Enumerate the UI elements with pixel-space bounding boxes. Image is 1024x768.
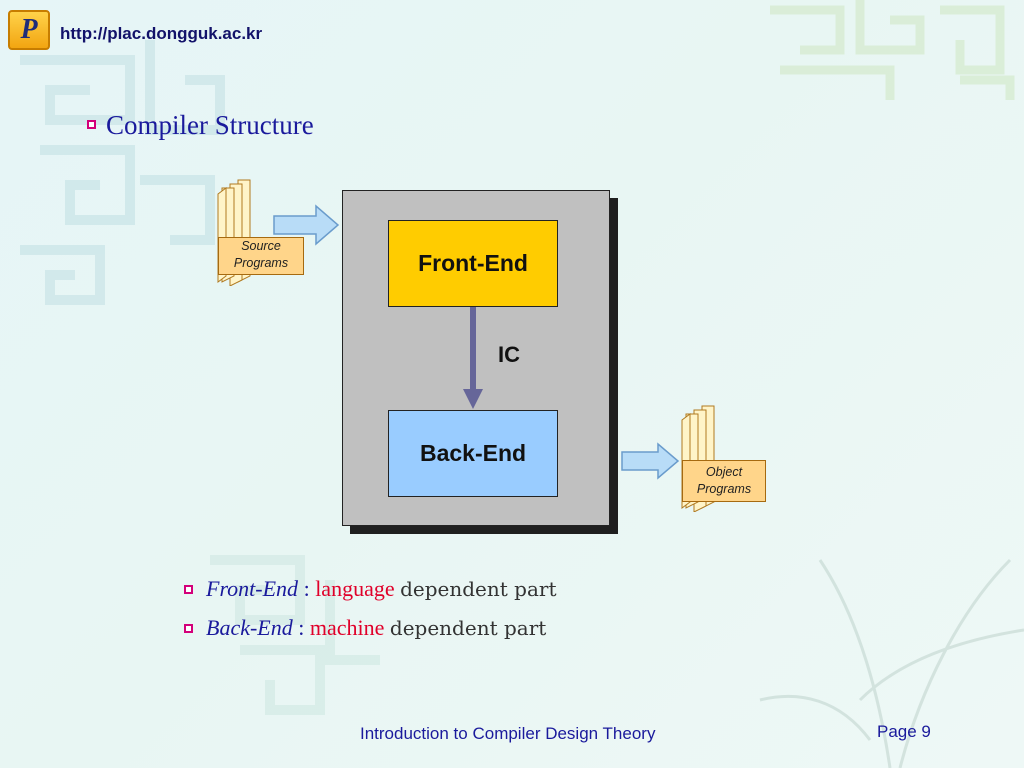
square-bullet-icon — [184, 624, 193, 633]
down-arrow-icon — [463, 307, 483, 409]
object-programs-label: Object Programs — [682, 460, 766, 502]
front-end-description: Front-End : language dependent part — [206, 576, 557, 602]
footer-course-title: Introduction to Compiler Design Theory — [360, 724, 656, 743]
ic-label: IC — [498, 342, 520, 367]
colon-separator: : — [303, 576, 310, 601]
square-bullet-icon — [184, 585, 193, 594]
back-end-rest: dependent part — [389, 616, 547, 640]
front-end-term: Front-End — [206, 576, 299, 601]
back-end-term: Back-End — [206, 615, 293, 640]
source-programs-label: Source Programs — [218, 237, 304, 275]
slide-title: Compiler Structure — [106, 110, 314, 140]
plac-logo-icon: P — [8, 10, 50, 50]
page-number: Page 9 — [877, 722, 931, 741]
front-end-rest: dependent part — [400, 577, 557, 601]
machine-keyword: machine — [309, 615, 385, 640]
language-keyword: language — [315, 576, 395, 601]
front-end-box: Front-End — [388, 220, 558, 307]
colon-separator: : — [298, 615, 305, 640]
header-url[interactable]: http://plac.dongguk.ac.kr — [60, 24, 263, 43]
square-bullet-icon — [87, 120, 96, 129]
back-end-box: Back-End — [388, 410, 558, 497]
input-right-arrow-icon — [273, 204, 340, 246]
back-end-description: Back-End : machine dependent part — [206, 615, 546, 641]
output-right-arrow-icon — [621, 442, 680, 480]
